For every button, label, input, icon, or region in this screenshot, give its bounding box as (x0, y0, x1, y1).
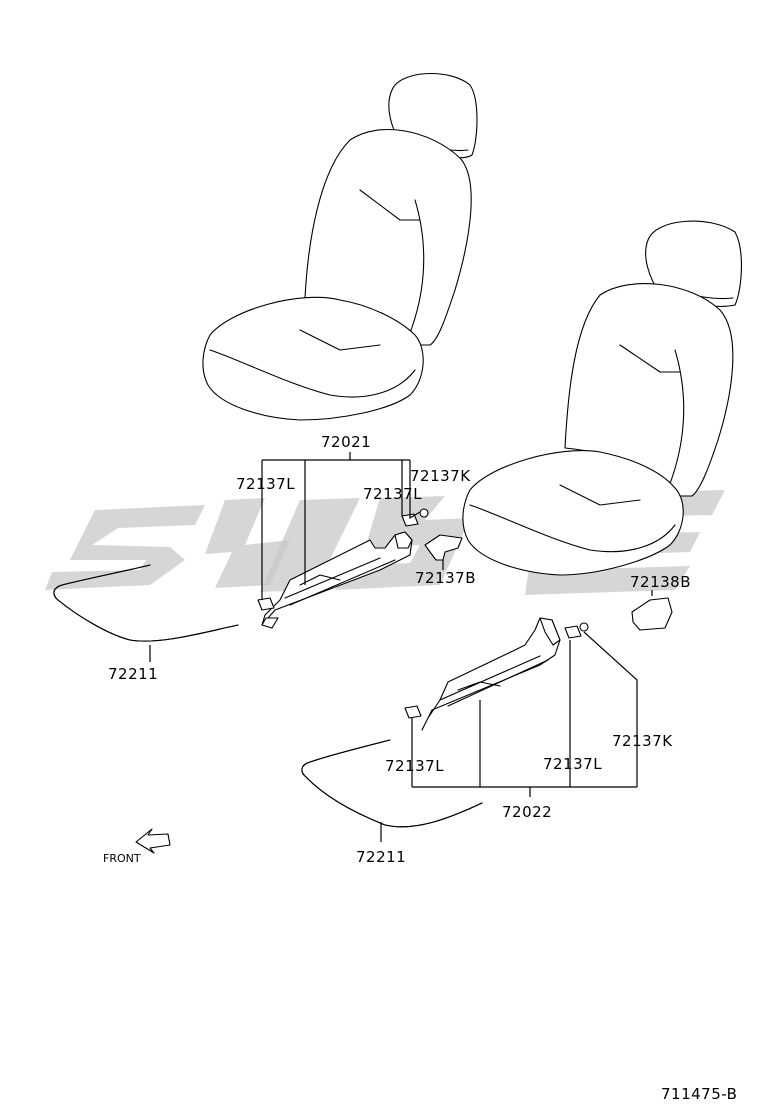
callout-72137l-lower-a[interactable]: 72137L (385, 757, 444, 775)
callout-72137k-lower[interactable]: 72137K (612, 732, 673, 750)
callout-72022[interactable]: 72022 (502, 803, 552, 821)
cover-lower[interactable] (631, 597, 673, 631)
front-arrow-icon (135, 828, 171, 854)
callout-72138b[interactable]: 72138B (630, 573, 691, 591)
clip-upper-left-a[interactable] (257, 597, 275, 611)
wire-lower[interactable] (301, 739, 483, 828)
callout-72137k-upper[interactable]: 72137K (410, 467, 471, 485)
front-label: FRONT (103, 852, 141, 865)
clip-lower-mid[interactable] (564, 625, 582, 639)
seat-rail-upper[interactable] (261, 531, 413, 629)
diagram-code: 711475-B (661, 1085, 737, 1103)
callout-72137l-lower-b[interactable]: 72137L (543, 755, 602, 773)
callout-72137l-upper-b[interactable]: 72137L (363, 485, 422, 503)
callout-72211-lower[interactable]: 72211 (356, 848, 406, 866)
wire-upper[interactable] (53, 564, 239, 642)
leader-lines-lower (380, 590, 653, 842)
seat-rail-lower[interactable] (421, 617, 561, 731)
callout-72137l-upper-a[interactable]: 72137L (236, 475, 295, 493)
clip-lower-left[interactable] (404, 705, 422, 719)
bracket-upper[interactable] (424, 534, 463, 561)
callout-72137b[interactable]: 72137B (415, 569, 476, 587)
front-seat-upper (202, 73, 478, 421)
front-seat-lower (462, 220, 742, 576)
clip-lower-right[interactable] (579, 622, 589, 632)
leader-lines-upper (149, 452, 444, 662)
callout-72211-upper[interactable]: 72211 (108, 665, 158, 683)
callout-72021[interactable]: 72021 (321, 433, 371, 451)
clip-upper-right[interactable] (419, 508, 429, 518)
